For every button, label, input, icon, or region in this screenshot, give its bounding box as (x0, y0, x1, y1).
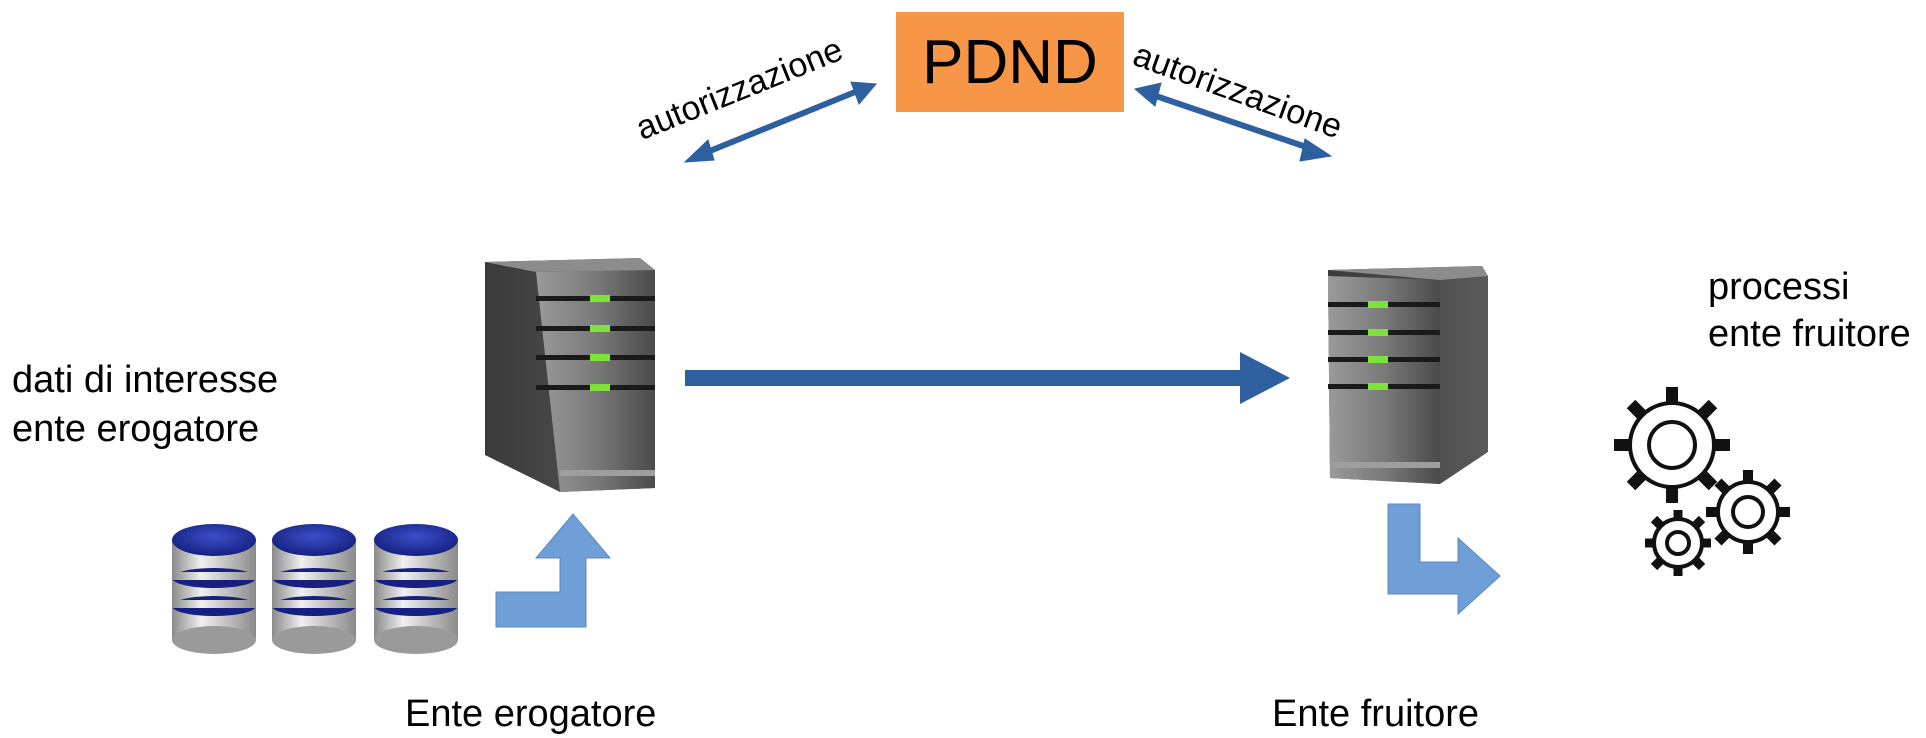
gears-icon (1614, 387, 1790, 576)
upload-bent-arrow (495, 513, 612, 628)
data-flow-arrow (685, 352, 1290, 404)
provider-data-label-line2: ente erogatore (12, 408, 260, 450)
database-icon-2 (272, 524, 356, 654)
consumer-server-icon (1328, 266, 1488, 484)
consumer-name: Ente fruitore (1272, 693, 1479, 735)
auth-right-arrow (1133, 82, 1333, 162)
consumer-process-label-line1: processi (1708, 266, 1850, 308)
pdnd-label: PDND (922, 27, 1098, 97)
download-bent-arrow (1387, 503, 1501, 616)
provider-name: Ente erogatore (405, 693, 657, 735)
database-icon-1 (172, 524, 256, 654)
pdnd-box: PDND (896, 12, 1124, 112)
auth-left-arrow (683, 81, 878, 163)
database-icon-3 (374, 524, 458, 654)
consumer-process-label-line2: ente fruitore (1708, 313, 1911, 355)
provider-data-label-line1: dati di interesse (12, 359, 279, 401)
provider-server-icon (485, 258, 655, 492)
